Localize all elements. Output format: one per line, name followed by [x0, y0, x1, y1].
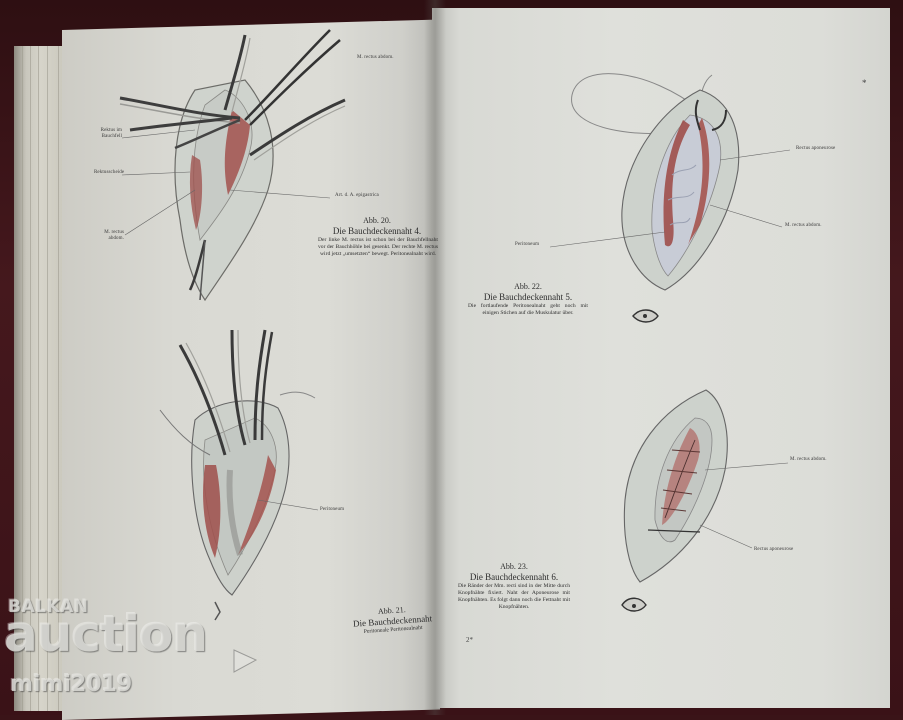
caption-figure-23: Abb. 23. Die Bauchdeckennaht 6. Die Ränd… [458, 562, 570, 611]
caption-title: Die Bauchdeckennaht 5. [483, 292, 573, 302]
book-gutter [424, 0, 446, 715]
play-triangle-icon [233, 649, 258, 673]
caption-number: Abb. 23. [500, 562, 528, 571]
caption-title: Die Bauchdeckennaht 6. [469, 572, 559, 582]
label-fig20-left-1: Rektus im Bauchfell [100, 128, 122, 139]
label-fig23-aponeurosis: Rectus aponeurose [754, 547, 794, 552]
caption-figure-20: Abb. 20. Die Bauchdeckennaht 4. Der link… [314, 216, 440, 258]
caption-body: Die fortlaufende Peritonealnaht geht noc… [468, 303, 588, 316]
label-fig23-rectus: M. rectus abdom. [790, 457, 827, 462]
caption-body: Der linke M. rectus ist schon bei der Ba… [318, 237, 438, 257]
watermark-username: mimi2019 [10, 672, 133, 697]
caption-figure-22: Abb. 22. Die Bauchdeckennaht 5. Die fort… [468, 282, 588, 317]
caption-number: Abb. 22. [514, 282, 542, 291]
label-fig22-rectus-sheath: Rectus aponeurose [796, 146, 836, 151]
page-number: 2* [466, 636, 473, 644]
watermark-balkan: BALKAN [8, 597, 89, 617]
caption-body: Die Ränder der Mm. recti sind in der Mit… [458, 583, 570, 610]
label-fig20-art: Art. d. A. epigastrica [335, 193, 379, 198]
label-fig20-left-2: Rektusscheide [94, 170, 125, 175]
corner-mark: * [862, 78, 867, 88]
label-fig21-peritoneum: Peritoneum [320, 507, 345, 512]
label-fig20-left-3: M. rectus abdom. [104, 230, 124, 241]
caption-title: Die Bauchdeckennaht 4. [332, 226, 422, 236]
label-fig22-rectus: M. rectus abdom. [785, 223, 822, 228]
label-fig22-peritoneum: Peritoneum [515, 242, 540, 247]
watermark-auction: auction [4, 605, 208, 663]
label-fig20-rectus: M. rectus abdom. [357, 55, 394, 60]
caption-number: Abb. 20. [363, 216, 391, 225]
